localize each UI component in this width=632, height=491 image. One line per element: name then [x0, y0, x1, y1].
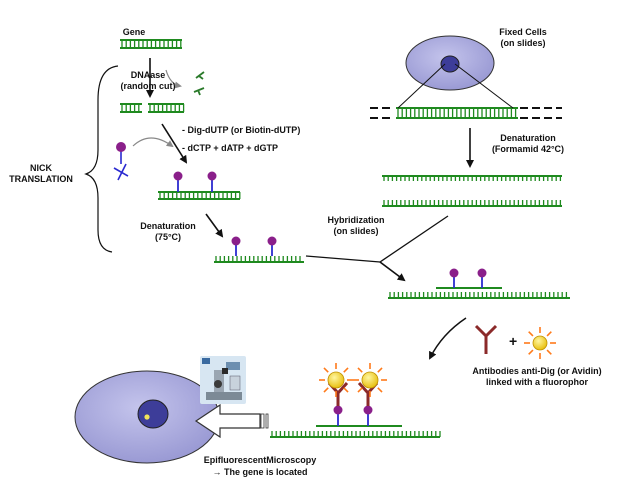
fluorophore-icon: [524, 327, 556, 359]
probe-layer: [173, 171, 487, 426]
label-plus: +: [509, 333, 518, 349]
antibody-icon: [474, 324, 498, 354]
label-antibodies-1: Antibodies anti-Dig (or Avidin): [472, 366, 602, 376]
hybridization-arrows: [305, 215, 449, 282]
probe-marker: [477, 268, 487, 288]
probe-marker: [207, 171, 217, 192]
label-denaturation-right: Denaturation: [500, 133, 556, 143]
target-strand: [382, 200, 562, 207]
label-dctp: - dCTP + dATP + dGTP: [182, 143, 279, 153]
microscope-icon: [200, 356, 246, 404]
nicked-dna-right: [148, 103, 185, 113]
probe-marker: [363, 405, 373, 426]
label-on-slides-mid: (on slides): [333, 226, 379, 236]
label-fixed-cells: Fixed Cells: [499, 27, 547, 37]
located-cell: [74, 370, 220, 464]
probe-marker: [267, 236, 277, 256]
fluorophore-legend: [524, 327, 556, 359]
probe-marker: [449, 268, 459, 288]
label-hybridization: Hybridization: [327, 215, 385, 225]
fixed-cell: [397, 35, 514, 109]
target-strand: [382, 175, 562, 181]
label-gene: Gene: [122, 27, 146, 37]
denatured-probe-strand: [214, 256, 304, 263]
arrow-antibody: [429, 317, 467, 360]
label-temp-left: (75°C): [154, 232, 182, 242]
probe-marker: [173, 171, 183, 192]
label-epi-2: → The gene is located: [212, 467, 308, 477]
arrow-nick: [161, 123, 188, 164]
probe-marker: [333, 405, 343, 426]
label-dig-dutp: - Dig-dUTP (or Biotin-dUTP): [182, 125, 301, 135]
label-translation: TRANSLATION: [9, 174, 73, 184]
dna-layer: [120, 39, 570, 438]
label-on-slides-top: (on slides): [500, 38, 546, 48]
label-antibodies-2: linked with a fluorophor: [486, 377, 588, 387]
detected-strand: [270, 431, 441, 438]
label-dnaase: DNAase: [130, 70, 166, 80]
hollow-arrow-icon: [194, 403, 269, 439]
fluorophore: [319, 363, 353, 397]
fluorophore: [353, 363, 387, 397]
chromosome-gene-dna: [396, 107, 518, 119]
label-epi-1: EpifluorescentMicroscopy: [203, 455, 317, 465]
gene-dna: [120, 39, 182, 49]
labelled-probe-dna: [158, 191, 241, 200]
hybridized-strand: [388, 292, 570, 299]
free-nucleotides: [113, 137, 174, 181]
label-random-cut: (random cut): [120, 81, 176, 91]
brace: [84, 65, 119, 253]
label-nick: NICK: [30, 163, 52, 173]
arrow-denat-left: [205, 213, 224, 238]
probe-marker: [231, 236, 241, 256]
chromosome-dna: [370, 107, 562, 119]
label-denaturation-left: Denaturation: [140, 221, 196, 231]
label-formamid: (Formamid 42°C): [491, 144, 565, 154]
nicked-dna-left: [120, 103, 142, 113]
cut-fragment: [165, 69, 205, 96]
